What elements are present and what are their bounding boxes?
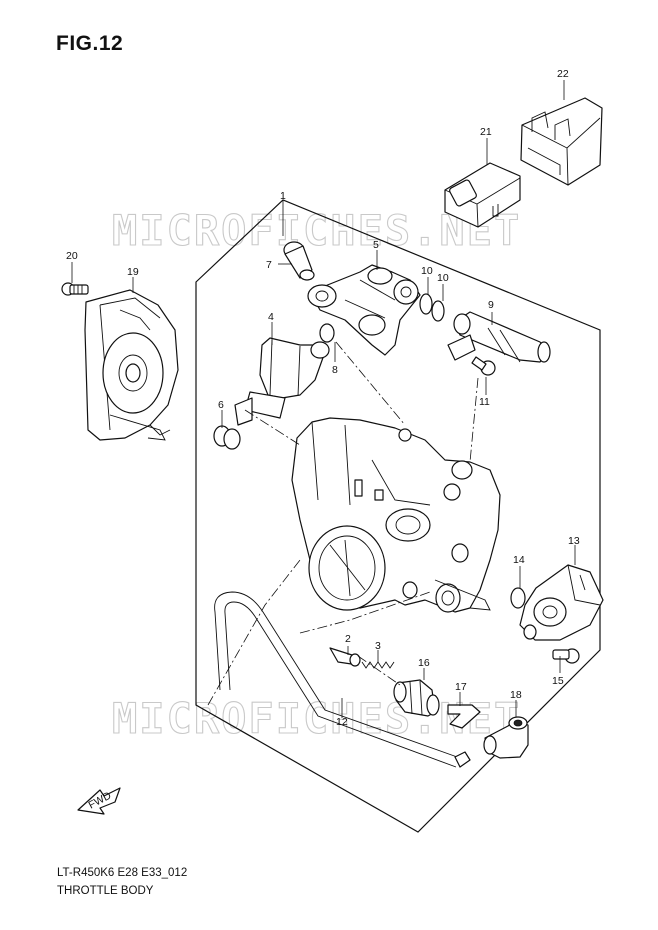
- fuel-injector-4: [234, 337, 330, 426]
- label-part-7: 7: [266, 259, 272, 271]
- label-part-13: 13: [568, 535, 580, 547]
- throttle-cover-19: [84, 289, 179, 441]
- screw-20: [61, 282, 89, 296]
- part-number-labels: 1 2 3 4 5 6 7 8 9 10 10 11 12 13 14 15 1…: [66, 68, 580, 728]
- label-part-9: 9: [488, 299, 494, 311]
- label-part-3: 3: [375, 640, 381, 652]
- label-part-1: 1: [280, 190, 286, 202]
- label-part-12: 12: [336, 716, 348, 728]
- label-part-14: 14: [513, 554, 525, 566]
- throttle-body-1: [291, 417, 501, 613]
- label-part-6: 6: [218, 399, 224, 411]
- o-ring-8: [319, 323, 335, 343]
- connector-housing-22: [520, 97, 603, 186]
- fitting-16: [393, 679, 440, 717]
- vacuum-hose-12: [214, 591, 471, 768]
- o-ring-10b: [431, 300, 445, 322]
- label-part-2: 2: [345, 633, 351, 645]
- o-ring-14: [510, 587, 526, 609]
- idle-air-valve-body-5: [307, 264, 421, 356]
- throttle-position-sensor-13: [519, 564, 604, 641]
- label-part-5: 5: [373, 239, 379, 251]
- label-part-4: 4: [268, 311, 274, 323]
- watermark-bottom: MICROFICHES.NET: [112, 694, 521, 743]
- o-ring-10a: [419, 293, 433, 315]
- label-part-10a: 10: [421, 265, 433, 277]
- plug-7: [283, 241, 315, 281]
- screw-15: [552, 648, 580, 664]
- screw-11: [471, 356, 496, 376]
- figure-title: FIG.12: [56, 32, 124, 55]
- label-part-16: 16: [418, 657, 430, 669]
- label-part-8: 8: [332, 364, 338, 376]
- valve-sensor-9: [447, 311, 551, 363]
- figure-caption: THROTTLE BODY: [57, 885, 154, 897]
- label-part-21: 21: [480, 126, 492, 138]
- hose-17: [447, 704, 481, 729]
- label-part-22: 22: [557, 68, 569, 80]
- label-part-15: 15: [552, 675, 564, 687]
- coupler-21: [444, 162, 521, 228]
- leader-lines: [71, 80, 576, 718]
- label-part-18: 18: [510, 689, 522, 701]
- seal-6: [213, 425, 241, 450]
- adjusting-screw-2: [329, 647, 361, 667]
- assembly-lines: [207, 341, 479, 706]
- label-part-11: 11: [479, 396, 490, 408]
- model-code: LT-R450K6 E28 E33_012: [57, 867, 188, 879]
- label-part-10b: 10: [437, 272, 449, 284]
- label-part-19: 19: [127, 266, 139, 278]
- elbow-fitting-18: [483, 716, 529, 759]
- label-part-17: 17: [455, 681, 467, 693]
- fwd-arrow-icon: FWD: [77, 787, 121, 815]
- label-part-20: 20: [66, 250, 78, 262]
